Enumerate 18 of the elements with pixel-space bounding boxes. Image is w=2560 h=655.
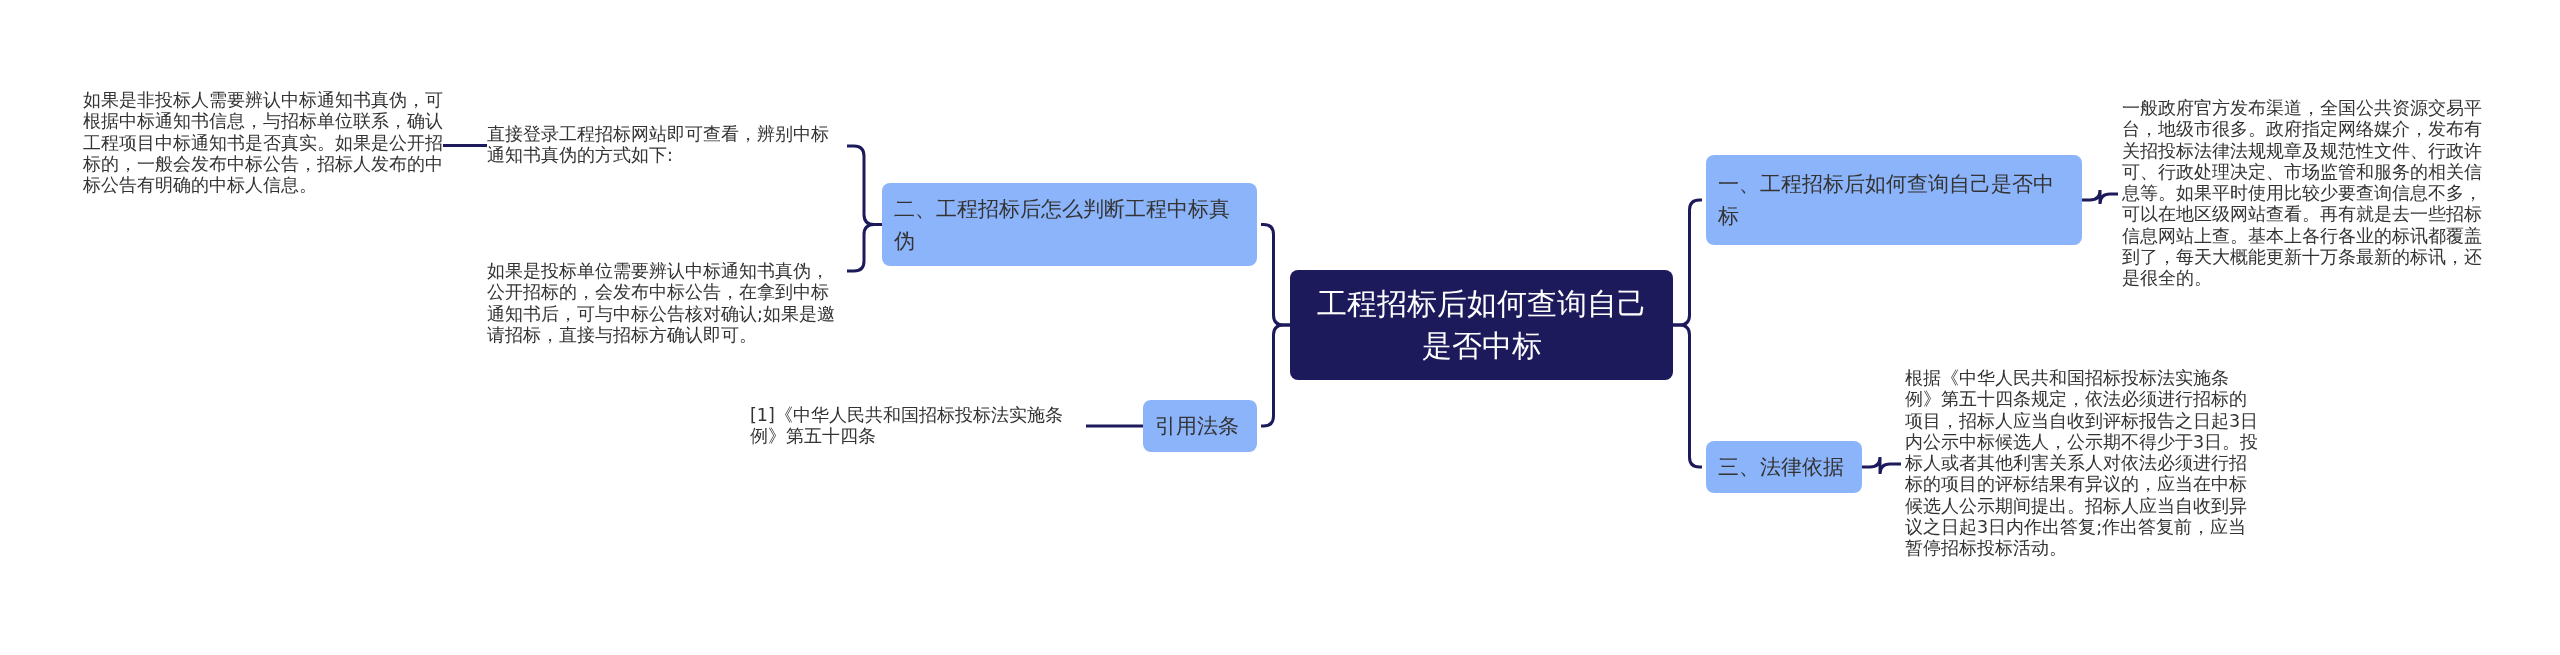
connector-line <box>443 144 487 147</box>
note-text: [1]《中华人民共和国招标投标法实施条例》第五十四条 <box>750 405 1086 448</box>
connector-line <box>1673 323 1702 469</box>
note-text: 一般政府官方发布渠道，全国公共资源交易平台，地级市很多。政府指定网络媒介，发布有关招投标法律法规规章及规范性文件、行政许可、行政处理决定、市场监管和服务的相关信息等。如果平时使用比较少要查询信息不多，可以在地区级网站查看。再有就是去一些招标信息网站上查。基本上各行各业的标讯都覆盖到了，每天大概能更新十万条最新的标讯，还是很全的。 <box>2122 98 2482 290</box>
connector-line <box>2082 188 2118 206</box>
connector-line <box>1086 424 1143 428</box>
topic-box: 二、工程招标后怎么判断工程中标真伪 <box>882 183 1257 266</box>
note-text: 如果是非投标人需要辨认中标通知书真伪，可根据中标通知书信息，与招标单位联系，确认工程项目中标通知书是否真实。如果是公开招标的，一般会发布中标公告，招标人发布的中标公告有明确的中标人信息。 <box>83 90 443 197</box>
topic-box: 引用法条 <box>1143 400 1257 452</box>
connector-line <box>1862 455 1901 476</box>
note-text: 根据《中华人民共和国招标投标法实施条例》第五十四条规定，依法必须进行招标的项目，招标人应当自收到评标报告之日起3日内公示中标候选人，公示期不得少于3日。投标人或者其他利害关系人对依法必须进行招标的项目的评标结果有异议的，应当在中标候选人公示期间提出。招标人应当自收到异议之日起3日内作出答复;作出答复前，应当暂停招标投标活动。 <box>1905 368 2263 560</box>
topic-box: 一、工程招标后如何查询自己是否中标 <box>1706 155 2082 245</box>
note-text: 直接登录工程招标网站即可查看，辨别中标通知书真伪的方式如下: <box>487 124 843 167</box>
central-topic-box: 工程招标后如何查询自己是否中标 <box>1290 270 1673 380</box>
note-text: 如果是投标单位需要辨认中标通知书真伪，公开招标的，会发布中标公告，在拿到中标通知书后，可与中标公告核对确认;如果是邀请招标，直接与招标方确认即可。 <box>487 261 843 347</box>
connector-line <box>1261 323 1290 428</box>
topic-box: 三、法律依据 <box>1706 441 1862 493</box>
connector-line <box>847 223 882 273</box>
